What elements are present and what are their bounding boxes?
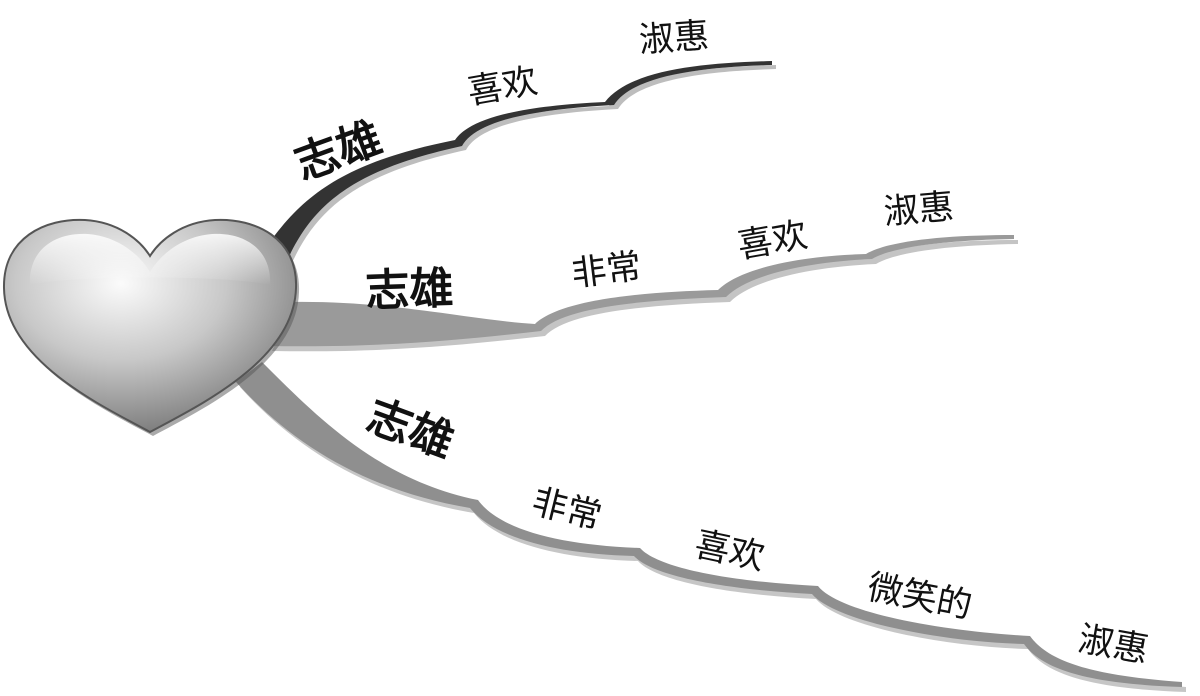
branch-2-word-3: 淑惠 — [882, 187, 955, 233]
branch-2-stroke — [268, 235, 1014, 347]
branch-3-word-2: 喜欢 — [691, 525, 768, 579]
branch-3-label: 志雄 — [360, 390, 460, 468]
branch-2-label: 志雄 — [365, 263, 455, 317]
heart-icon — [2, 218, 300, 436]
branch-2-word-2: 喜欢 — [735, 215, 811, 267]
branch-2-word-1: 非常 — [569, 247, 643, 295]
branch-3-word-4: 淑惠 — [1075, 619, 1151, 671]
branch-2 — [268, 235, 1018, 352]
branch-3-word-1: 非常 — [528, 482, 606, 538]
branch-1-word-2: 淑惠 — [638, 16, 711, 61]
branch-1-word-1: 喜欢 — [465, 61, 541, 113]
